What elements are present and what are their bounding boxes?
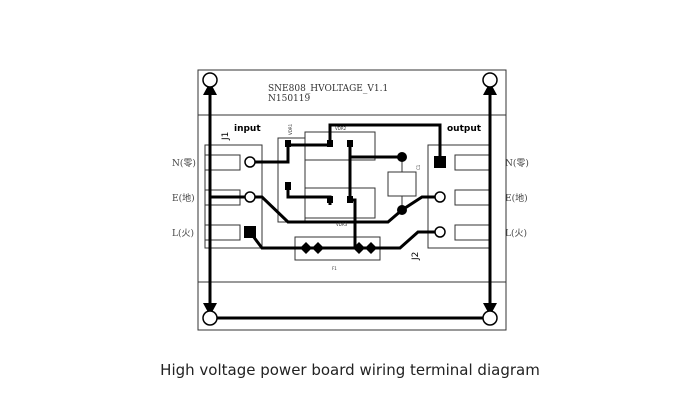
input-label: input: [234, 124, 261, 134]
board-code: N150119: [268, 94, 311, 104]
vdr2-label: VDR2: [335, 126, 347, 131]
j2-label: J2: [411, 252, 421, 261]
c1-label: C1: [416, 164, 421, 170]
right-terminal-e: E(地): [505, 192, 528, 204]
board-model: SNE808_HVOLTAGE_V1.1: [268, 84, 388, 94]
j1-label: J1: [221, 132, 231, 141]
f1-label: F1: [332, 266, 337, 271]
right-terminal-l: L(火): [505, 228, 527, 239]
left-terminal-e: E(地): [172, 192, 195, 204]
right-terminal-n: N(零): [505, 158, 529, 169]
left-terminal-l: L(火): [172, 228, 194, 239]
left-terminal-n: N(零): [172, 158, 196, 169]
vdr3-label: VDR3: [336, 222, 348, 227]
vdr1-label: VDR1: [288, 123, 293, 135]
pads: [203, 82, 497, 316]
diagram-caption: High voltage power board wiring terminal…: [160, 361, 540, 379]
mounting-holes: [202, 72, 498, 326]
output-label: output: [447, 124, 482, 134]
